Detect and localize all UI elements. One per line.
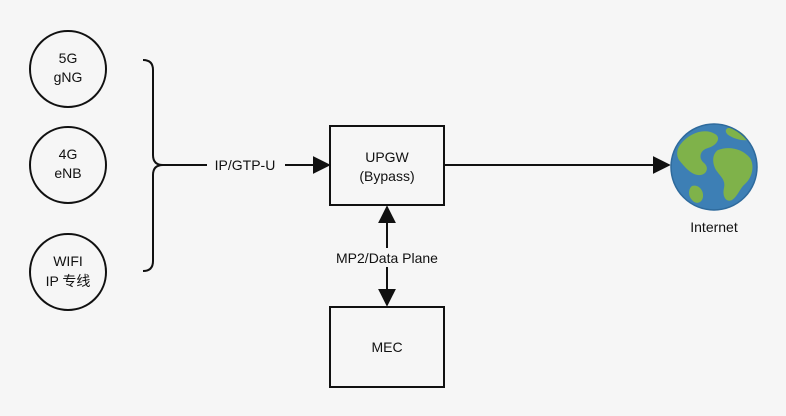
edge-label-mp2-data-plane: MP2/Data Plane	[336, 250, 438, 266]
globe-icon	[670, 123, 758, 211]
node-internet: Internet	[670, 123, 758, 235]
node-mec: MEC	[329, 306, 445, 388]
access-group-brace	[142, 59, 164, 272]
node-wifi-line1: WIFI	[53, 253, 83, 269]
node-wifi-ip: WIFI IP 专线	[29, 233, 107, 311]
node-5g-line2: gNG	[54, 69, 83, 85]
node-4g-line2: eNB	[54, 165, 81, 181]
node-5g-line1: 5G	[59, 50, 78, 66]
node-mec-label: MEC	[371, 339, 402, 355]
node-5g-gnb: 5G gNG	[29, 30, 107, 108]
edge-label-ip-gtp-u: IP/GTP-U	[215, 157, 276, 173]
node-4g-enb: 4G eNB	[29, 126, 107, 204]
edge-label-bg-mp2	[324, 248, 450, 267]
node-upgw: UPGW (Bypass)	[329, 125, 445, 206]
node-wifi-line2: IP 专线	[46, 273, 91, 289]
node-upgw-line2: (Bypass)	[359, 168, 414, 184]
edge-label-bg	[207, 156, 285, 174]
node-internet-label: Internet	[690, 219, 738, 235]
node-upgw-line1: UPGW	[365, 149, 409, 165]
node-4g-line1: 4G	[59, 146, 78, 162]
